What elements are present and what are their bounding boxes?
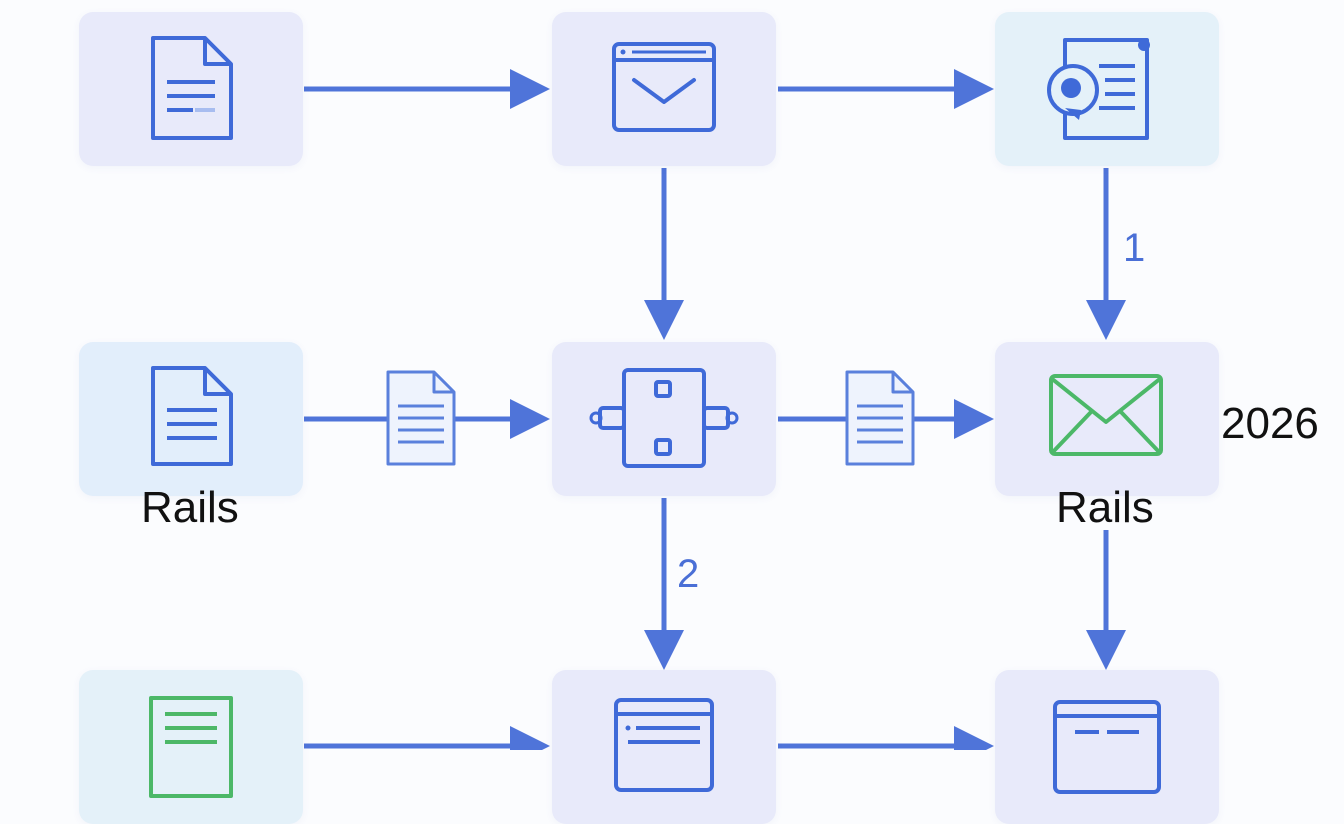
node-n9 (995, 670, 1219, 824)
document-icon (151, 366, 233, 466)
component-box-icon (589, 368, 739, 468)
green-document-icon (149, 696, 233, 798)
list-window-icon (614, 698, 714, 792)
edge-n3-n6-label: 1 (1123, 226, 1146, 270)
chat-document-icon (1047, 38, 1150, 140)
node-n4-label: Rails (141, 483, 239, 532)
node-n6 (995, 342, 1219, 496)
edge-document-icon (845, 370, 915, 466)
node-n3 (995, 12, 1219, 166)
connector-layer (304, 69, 1126, 750)
document-icon (151, 36, 233, 140)
node-n2 (552, 12, 776, 166)
node-n7 (79, 670, 303, 824)
node-n8 (552, 670, 776, 824)
year-annotation: 2026 (1221, 399, 1319, 448)
node-n1 (79, 12, 303, 166)
edge-document-icon (386, 370, 456, 466)
node-n6-label: Rails (1056, 483, 1154, 532)
edge-n5-n8-label: 2 (677, 552, 700, 596)
node-n4 (79, 342, 303, 496)
browser-window-icon (1053, 700, 1161, 794)
mail-window-icon (612, 42, 716, 132)
node-n5 (552, 342, 776, 496)
envelope-icon (1049, 374, 1163, 456)
flow-diagram: Rails Rails 2026 1 2 (79, 12, 1319, 824)
